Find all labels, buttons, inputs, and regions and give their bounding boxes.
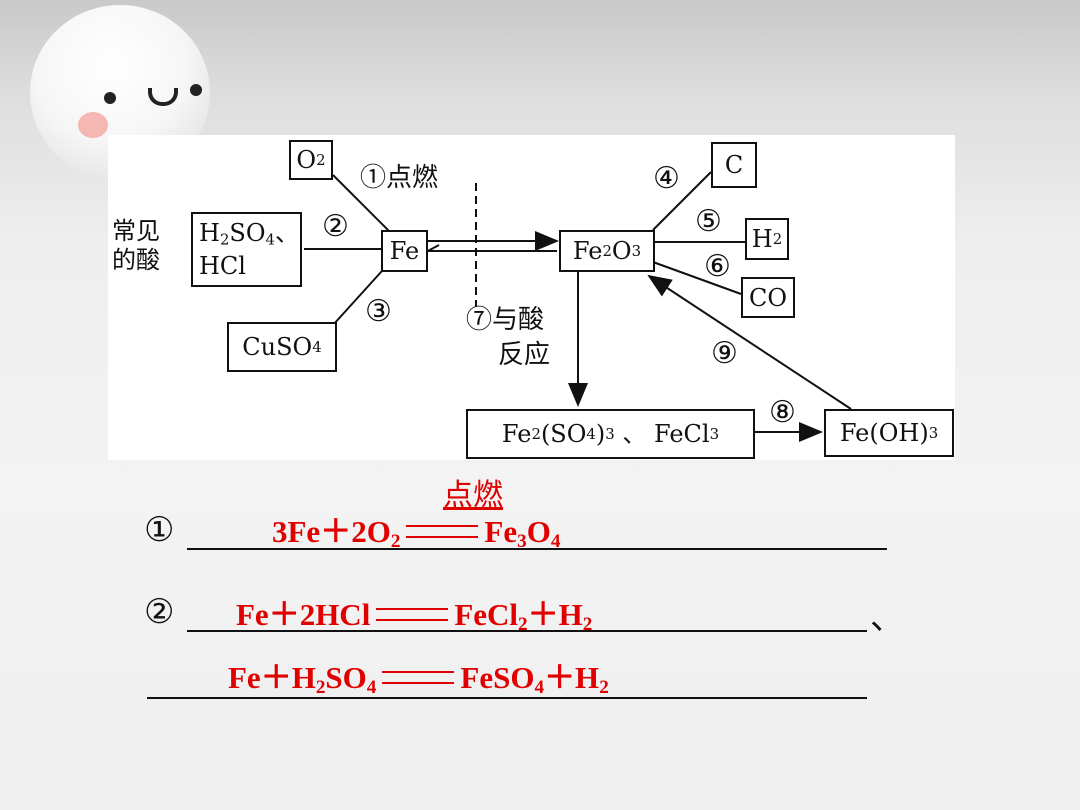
label-r7-line1: ⑦与酸 (466, 305, 545, 335)
question-marker-2: ② (144, 592, 175, 632)
label-r2: ② (322, 209, 349, 244)
equals-sign (376, 608, 449, 622)
node-c: C (711, 142, 757, 188)
background-toy-eye (190, 84, 202, 96)
answer-blank-1 (187, 548, 887, 550)
background-toy-eye (104, 92, 116, 104)
node-acids: H2SO4、 HCl (191, 212, 302, 287)
node-fe: Fe (381, 230, 428, 272)
o2-subscript: 2 (316, 150, 326, 169)
label-common-acids: 常见 的酸 (112, 217, 160, 274)
connector-fe2o3-co (652, 261, 742, 295)
separator-mark: 、 (870, 598, 904, 638)
question-marker-1: ① (144, 510, 175, 550)
back-arrowhead (425, 244, 440, 253)
label-r9: ⑨ (711, 336, 738, 371)
label-r1: ①点燃 (360, 163, 439, 193)
equals-sign (406, 525, 479, 539)
o2-symbol: O (296, 146, 317, 174)
condition-ignite: 点燃 (443, 478, 503, 513)
answer-blank-2 (187, 630, 867, 632)
background-toy-cheek (78, 112, 108, 138)
acids-line1: H2SO4、 (199, 219, 299, 249)
label-r5: ⑤ (695, 204, 722, 239)
label-r7-line2: 反应 (498, 340, 551, 370)
acids-line2: HCl (199, 251, 246, 280)
connector-o2-fe (332, 174, 392, 234)
node-feoh3: Fe(OH)3 (824, 409, 954, 457)
label-r8: ⑧ (769, 395, 796, 430)
diagram-connectors (304, 171, 852, 442)
node-co: CO (741, 277, 795, 318)
equals-sign (382, 671, 455, 685)
background-toy-mouth (148, 88, 178, 106)
label-r3: ③ (365, 294, 392, 329)
arrow-feoh3-fe2o3 (647, 274, 852, 410)
label-r6: ⑥ (704, 249, 731, 284)
label-r4: ④ (653, 161, 680, 196)
answer-blank-3 (147, 697, 867, 699)
connector-fe2o3-c (652, 171, 712, 231)
